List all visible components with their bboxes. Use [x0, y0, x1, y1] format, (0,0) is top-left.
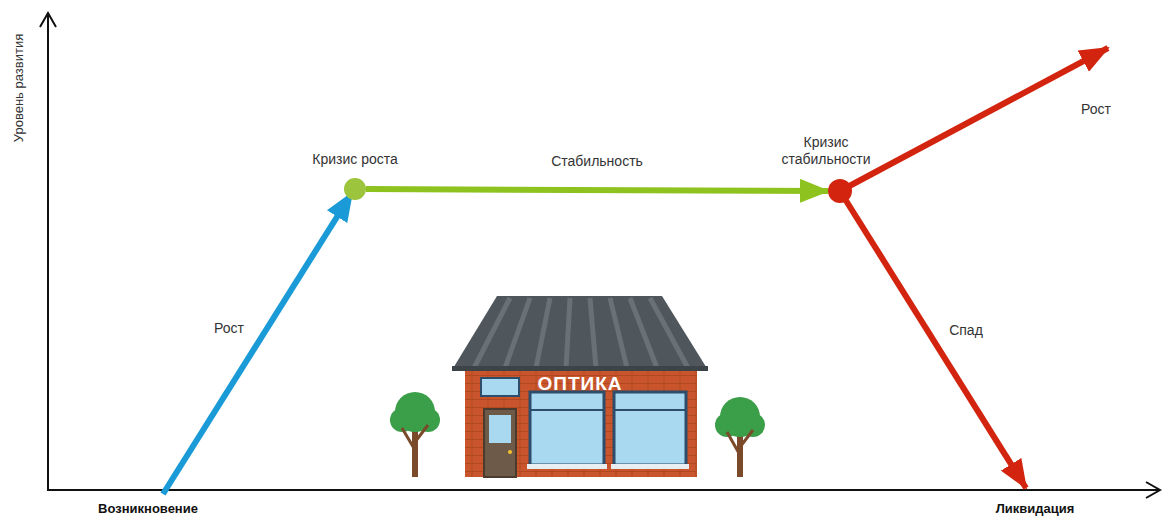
axis-end-label: Ликвидация — [996, 500, 1075, 517]
crisis-point: Кризис роста — [344, 178, 366, 200]
point-label: Кризис роста — [290, 151, 420, 168]
x-axis — [47, 489, 1160, 491]
point-dot — [828, 179, 852, 203]
point-label: Кризис стабильности — [781, 134, 871, 168]
rise-arrow — [840, 48, 1108, 191]
point-shape — [828, 179, 852, 203]
shop-sign: ОПТИКА — [537, 375, 622, 392]
axis-end-label: Возникновение — [98, 500, 198, 517]
y-axis-head — [40, 13, 56, 27]
shop-illustration — [452, 296, 708, 477]
point-shape — [344, 178, 366, 200]
tree-left — [390, 392, 440, 477]
stability-arrow — [366, 189, 828, 191]
crisis-point: Кризис стабильности — [828, 179, 852, 203]
tree-right — [715, 397, 765, 477]
phase-label: Рост — [214, 320, 244, 337]
point-dot — [344, 178, 366, 200]
phase-label: Спад — [949, 322, 983, 339]
y-axis — [47, 14, 49, 490]
x-axis-head — [1146, 482, 1160, 498]
edge-label: Стабильность — [551, 152, 643, 169]
growth-arrow — [163, 193, 352, 494]
fall-arrow — [840, 191, 1026, 488]
axis-title: Уровень развития — [10, 34, 27, 142]
phase-label: Рост — [1081, 101, 1111, 118]
